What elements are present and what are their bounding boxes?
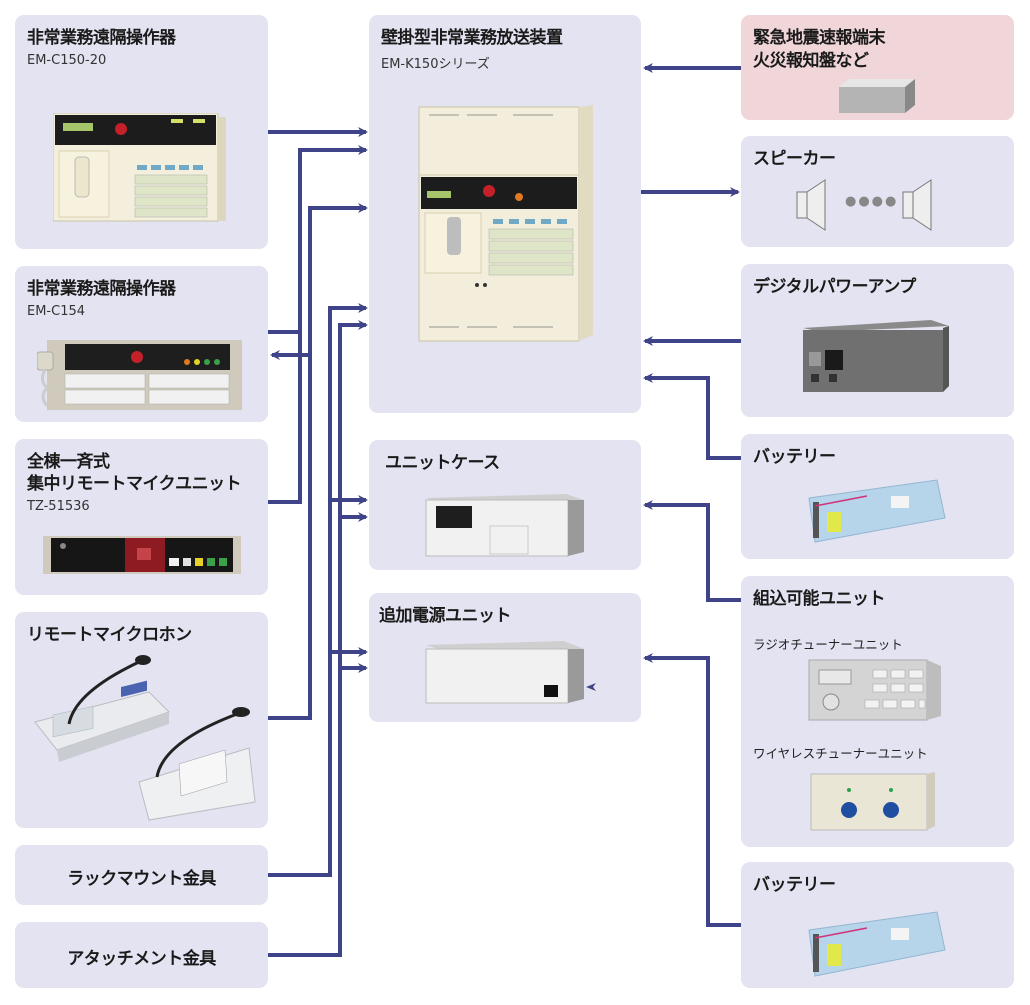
speaker-icon (796, 179, 826, 231)
wall-broadcast-cabinet-icon (418, 105, 593, 342)
remote-microphone[interactable]: リモートマイクロホン (15, 612, 268, 828)
rack-mic-unit-icon (43, 536, 241, 574)
box-title: デジタルパワーアンプ (753, 277, 916, 297)
rack-remote-operator-icon (37, 340, 242, 410)
wire-battery-1-to-main (643, 373, 741, 460)
wire-rack-mount-bus (268, 303, 368, 877)
attachment-bracket[interactable]: アタッチメント金具 (15, 922, 268, 988)
box-title: 追加電源ユニット (379, 606, 512, 626)
central-remote-mic-unit-tz-51536[interactable]: 全棟一斉式 集中リモートマイクユニット TZ-51536 (15, 439, 268, 595)
box-title: スピーカー (753, 149, 836, 169)
remote-operator-em-c150-20[interactable]: 非常業務遠隔操作器 EM-C150-20 (15, 15, 268, 249)
box-title: 壁掛型非常業務放送装置 (381, 28, 563, 48)
wall-mounted-emergency-broadcast-unit[interactable]: 壁掛型非常業務放送装置 EM-K150シリーズ (369, 15, 641, 413)
remote-operator-em-c154[interactable]: 非常業務遠隔操作器 EM-C154 (15, 266, 268, 422)
box-title: ユニットケース (385, 453, 500, 473)
box-title-line-1: 全棟一斉式 (27, 452, 110, 472)
desk-microphone-icon (34, 655, 256, 821)
additional-power-unit[interactable]: 追加電源ユニット (369, 593, 641, 722)
wire-battery-2-to-power (643, 653, 741, 927)
built-in-units[interactable]: 組込可能ユニット ラジオチューナーユニット ワイヤレスチューナーユニット (741, 576, 1014, 847)
box-title: バッテリー (753, 875, 836, 895)
power-unit-icon (425, 641, 596, 704)
wire-attachment-bus (268, 320, 368, 957)
model-number: EM-C154 (27, 304, 86, 319)
box-title-line-2: 火災報知盤など (753, 51, 869, 71)
speaker-ellipsis-dots: ●●●● (845, 194, 899, 209)
rack-mount-bracket[interactable]: ラックマウント金具 (15, 845, 268, 905)
radio-tuner-icon (808, 659, 941, 721)
model-number: TZ-51536 (27, 499, 90, 514)
wire-central-mic-to-main (268, 332, 302, 504)
model-number: EM-C150-20 (27, 53, 107, 68)
digital-power-amplifier[interactable]: デジタルパワーアンプ (741, 264, 1014, 417)
wireless-tuner-icon (810, 772, 935, 831)
box-title: バッテリー (753, 447, 836, 467)
model-number: EM-K150シリーズ (381, 57, 490, 72)
power-amp-icon (803, 320, 949, 392)
box-title: 非常業務遠隔操作器 (27, 279, 176, 299)
unit-case[interactable]: ユニットケース (369, 440, 641, 570)
box-title: アタッチメント金具 (67, 949, 216, 969)
speaker[interactable]: スピーカー ●●●● (741, 136, 1014, 247)
battery-2[interactable]: バッテリー (741, 862, 1014, 988)
box-title: リモートマイクロホン (27, 625, 192, 645)
box-title: 非常業務遠隔操作器 (27, 28, 176, 48)
wireless-tuner-unit-label: ワイヤレスチューナーユニット (753, 746, 928, 761)
unit-case-icon (425, 494, 584, 557)
battery-1[interactable]: バッテリー (741, 434, 1014, 559)
speaker-icon (902, 179, 932, 231)
battery-pack-icon (808, 911, 946, 977)
box-title-line-1: 緊急地震速報端末 (753, 28, 886, 48)
wire-builtin-to-unit-case (643, 500, 741, 602)
battery-pack-icon (808, 479, 946, 543)
earthquake-alert-fire-panel[interactable]: 緊急地震速報端末 火災報知盤など (741, 15, 1014, 120)
box-title: 組込可能ユニット (753, 589, 886, 609)
box-title-line-2: 集中リモートマイクユニット (27, 474, 242, 494)
wire-remote-mic-to-main (268, 203, 368, 720)
box-title: ラックマウント金具 (67, 869, 216, 889)
radio-tuner-unit-label: ラジオチューナーユニット (753, 637, 903, 652)
generic-box-icon (839, 79, 915, 113)
wire-remote-op-2-to-main (268, 145, 368, 334)
wall-remote-operator-icon (53, 113, 226, 222)
